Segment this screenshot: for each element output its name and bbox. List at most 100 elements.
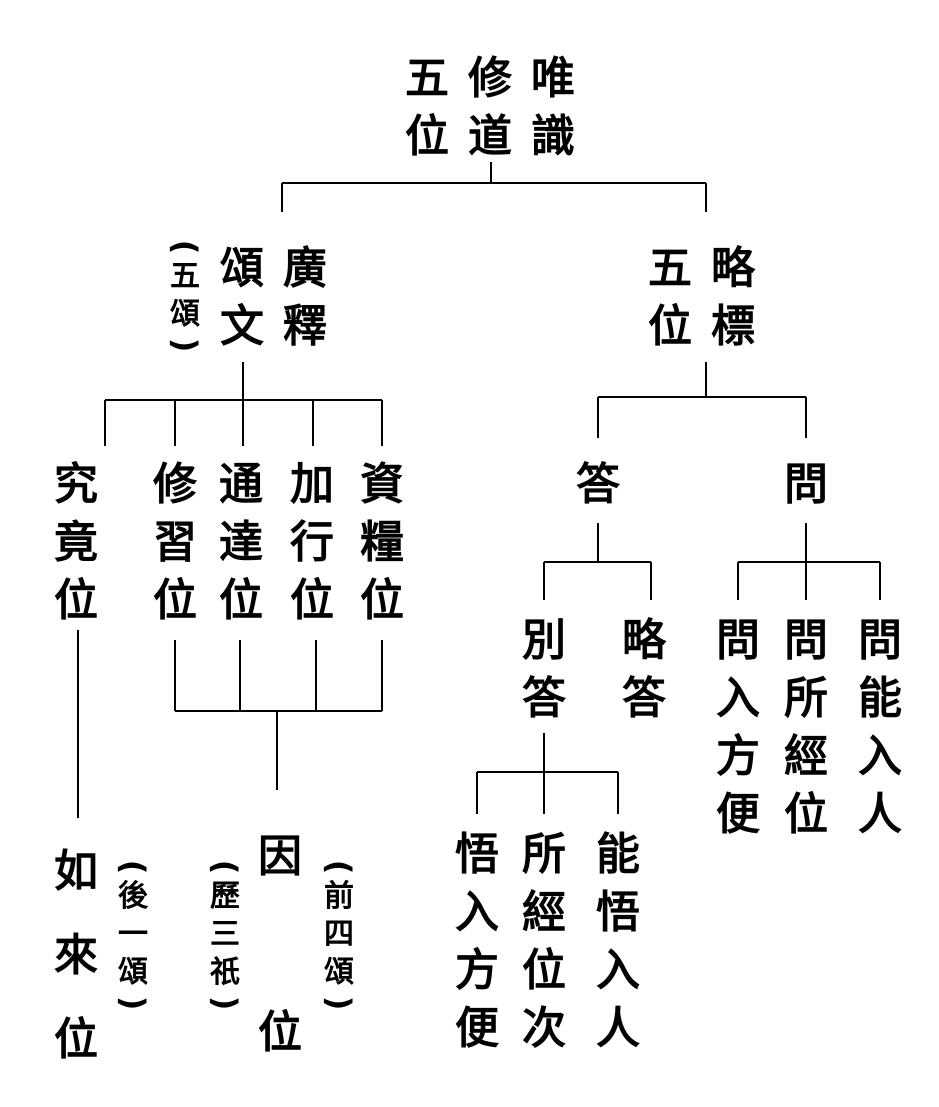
- glyph: 位: [360, 575, 404, 626]
- glyph: 問: [858, 615, 902, 666]
- da-node: 答: [576, 456, 620, 514]
- glyph: 五: [648, 243, 692, 294]
- glyph: 頌: [220, 243, 264, 294]
- glyph: 問: [716, 615, 760, 666]
- rulai-text: 如來位: [54, 830, 98, 1082]
- glyph: 資: [360, 459, 404, 510]
- glyph: 所: [784, 673, 828, 724]
- rulai-note-text: 後一頌: [118, 878, 148, 992]
- glyph: 位: [219, 575, 263, 626]
- glyph: 便: [716, 789, 760, 840]
- yin-wei-text: 位: [258, 1004, 302, 1062]
- glyph: 問: [784, 459, 828, 510]
- glyph: 廣: [283, 243, 327, 294]
- glyph: 經: [522, 887, 566, 938]
- glyph: 因: [258, 831, 302, 882]
- glyph: 別: [522, 615, 566, 666]
- glyph: 達: [219, 517, 263, 568]
- glyph: 通: [219, 459, 263, 510]
- yin-note-left: ( 歷三祇 ): [206, 856, 244, 1014]
- glyph: 悟: [455, 829, 499, 880]
- glyph: 能: [596, 829, 640, 880]
- wen-suo-node: 問所經位: [784, 612, 828, 844]
- wen-neng-text: 問能入人: [858, 612, 902, 844]
- glyph: 入: [596, 945, 640, 996]
- guangshi-col-2-text: 頌文: [220, 240, 264, 356]
- glyph: 識: [531, 111, 575, 162]
- jiujing-node: 究竟位: [54, 456, 98, 630]
- glyph: 能: [858, 673, 902, 724]
- glyph: 五: [405, 53, 449, 104]
- glyph: 行: [290, 517, 334, 568]
- xiuxi-text: 修習位: [153, 456, 197, 630]
- lueda-node: 略答: [622, 612, 666, 728]
- wu-ru-node: 悟入方便: [455, 826, 499, 1058]
- glyph: 答: [576, 459, 620, 510]
- wu-ru-text: 悟入方便: [455, 826, 499, 1058]
- open-paren: (: [166, 239, 204, 255]
- glyph: 次: [522, 1003, 566, 1054]
- guangshi-col-1: 廣釋: [283, 240, 327, 356]
- open-paren: (: [114, 859, 152, 875]
- yin-text: 因: [258, 828, 302, 886]
- guangshi-col-2: 頌文: [220, 240, 264, 356]
- glyph: 答: [622, 673, 666, 724]
- glyph: 位: [784, 789, 828, 840]
- luebiao-col-1: 略標: [711, 240, 755, 356]
- glyph: 五: [170, 259, 200, 294]
- glyph: 唯: [531, 53, 575, 104]
- root-col-2-text: 修道: [468, 50, 512, 166]
- root-col-1-text: 唯識: [531, 50, 575, 166]
- luebiao-col-2: 五位: [648, 240, 692, 356]
- glyph: 略: [711, 243, 755, 294]
- glyph: 人: [858, 789, 902, 840]
- suo-jing-text: 所經位次: [522, 826, 566, 1058]
- glyph: 位: [522, 945, 566, 996]
- neng-wu-text: 能悟入人: [596, 826, 640, 1058]
- wen-ru-text: 問入方便: [716, 612, 760, 844]
- glyph: 竟: [54, 517, 98, 568]
- neng-wu-node: 能悟入人: [596, 826, 640, 1058]
- bieda-text: 別答: [522, 612, 566, 728]
- xiuxi-node: 修習位: [153, 456, 197, 630]
- glyph: 文: [220, 301, 264, 352]
- glyph: 位: [54, 1014, 98, 1065]
- luebiao-col-2-text: 五位: [648, 240, 692, 356]
- jiujing-text: 究竟位: [54, 456, 98, 630]
- root-col-2: 修道: [468, 50, 512, 166]
- glyph: 經: [784, 731, 828, 782]
- glyph: 位: [648, 301, 692, 352]
- glyph: 標: [711, 301, 755, 352]
- tongda-node: 通達位: [219, 456, 263, 630]
- glyph: 位: [290, 575, 334, 626]
- close-paren: ): [166, 337, 204, 353]
- glyph: 頌: [118, 955, 148, 990]
- suo-jing-node: 所經位次: [522, 826, 566, 1058]
- wen-node: 問: [784, 456, 828, 514]
- glyph: 頌: [324, 955, 354, 990]
- glyph: 悟: [596, 887, 640, 938]
- glyph: 方: [716, 731, 760, 782]
- close-paren: ): [320, 995, 358, 1011]
- glyph: 所: [522, 829, 566, 880]
- glyph: 方: [455, 945, 499, 996]
- yin-wei-node: 位: [258, 1004, 302, 1062]
- yin-note-right-text: 前四頌: [324, 878, 354, 992]
- close-paren: ): [206, 995, 244, 1011]
- guangshi-note-text: 五頌: [170, 258, 200, 334]
- glyph: 入: [716, 673, 760, 724]
- glyph: 一: [118, 917, 148, 952]
- glyph: 便: [455, 1003, 499, 1054]
- ziliang-node: 資糧位: [360, 456, 404, 630]
- da-text: 答: [576, 456, 620, 514]
- glyph: 祇: [210, 955, 240, 990]
- glyph: 加: [290, 459, 334, 510]
- rulai-note: ( 後一頌 ): [114, 856, 152, 1014]
- wen-ru-node: 問入方便: [716, 612, 760, 844]
- glyph: 三: [210, 917, 240, 952]
- root-col-1: 唯識: [531, 50, 575, 166]
- glyph: 釋: [283, 301, 327, 352]
- luebiao-col-1-text: 略標: [711, 240, 755, 356]
- open-paren: (: [320, 859, 358, 875]
- glyph: 後: [118, 879, 148, 914]
